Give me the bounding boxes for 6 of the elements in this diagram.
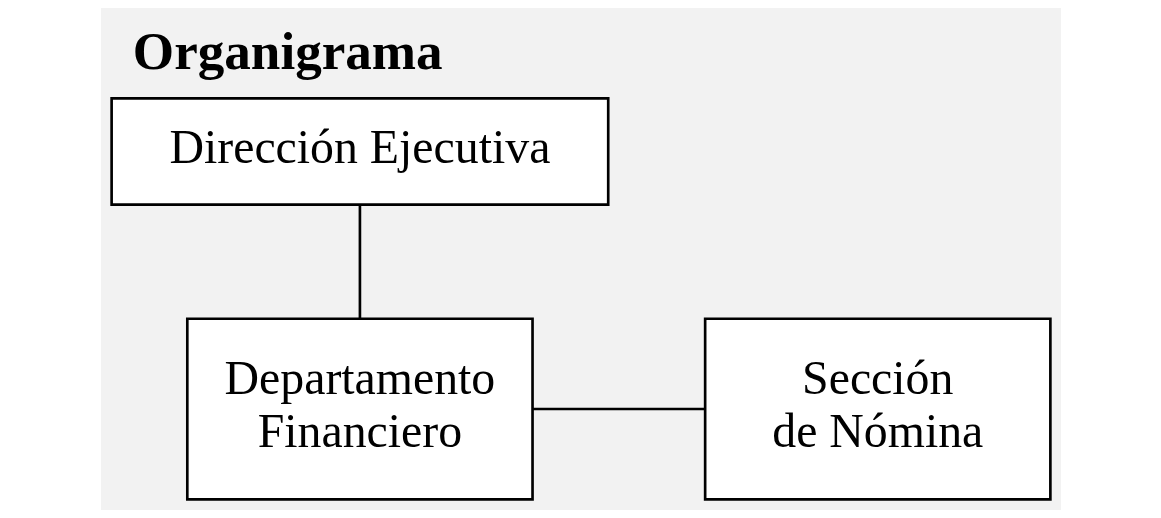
node-box: Departamento Financiero — [185, 317, 534, 501]
connector — [358, 204, 361, 319]
connector — [532, 407, 705, 411]
node-box: Sección de Nómina — [703, 317, 1052, 501]
diagram-title: Organigrama — [132, 22, 443, 81]
node-box: Dirección Ejecutiva — [109, 97, 610, 206]
